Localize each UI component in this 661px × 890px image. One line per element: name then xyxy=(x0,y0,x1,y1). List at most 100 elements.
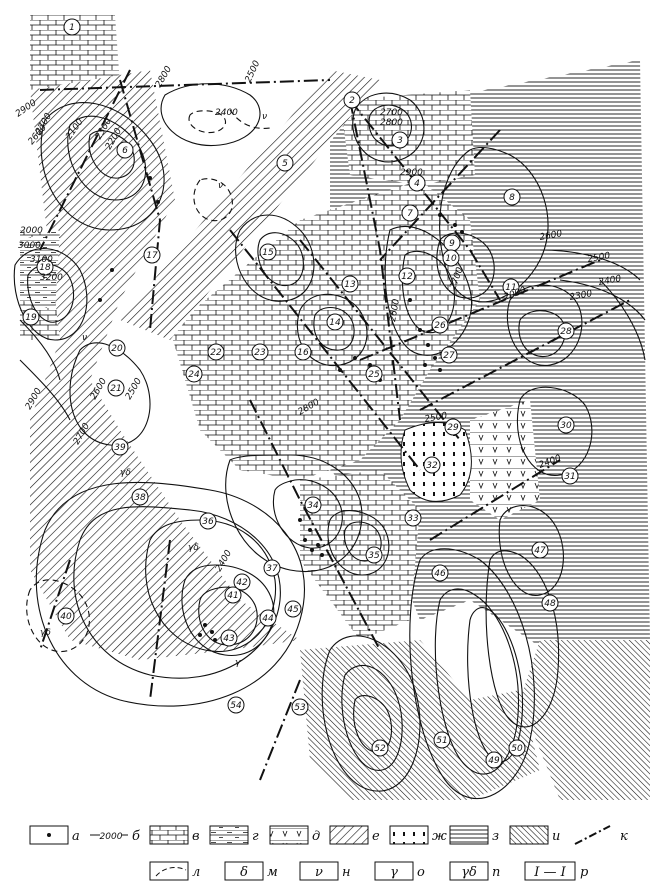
legend-sample-r xyxy=(524,861,576,881)
well-marker: 24 xyxy=(185,365,203,383)
well-number: 16 xyxy=(297,348,309,358)
legend-letter-k: к xyxy=(620,829,628,844)
well-number: 51 xyxy=(436,736,447,746)
legend-sample-e xyxy=(329,825,369,845)
well-marker: 22 xyxy=(207,343,225,361)
well-marker: 19 xyxy=(22,308,40,326)
well-number: 13 xyxy=(344,280,356,290)
contour-label: 2500 xyxy=(424,411,449,425)
well-marker: 40 xyxy=(57,607,75,625)
well-number: 8 xyxy=(509,193,515,203)
legend-sample-b-label: 2000 xyxy=(100,832,123,842)
well-number: 1 xyxy=(69,23,75,33)
diagonal-hatch-band xyxy=(30,70,300,660)
well-marker: 9 xyxy=(443,234,461,252)
legend-letter-i: и xyxy=(552,829,560,844)
brick-region-lower xyxy=(300,470,420,640)
legend-glyph-m: δ xyxy=(240,865,248,880)
well-marker: 17 xyxy=(143,246,161,264)
contour-label: 2600 xyxy=(388,298,402,323)
well-number: 39 xyxy=(114,443,126,453)
contour-label: 2500 xyxy=(244,59,263,84)
well-number: 10 xyxy=(445,254,457,264)
well-number: 21 xyxy=(110,384,121,394)
well-number: 42 xyxy=(236,578,248,588)
well-number: 4 xyxy=(414,179,420,189)
well-marker: 38 xyxy=(131,488,149,506)
well-marker: 47 xyxy=(531,541,549,559)
legend-letter-b: б xyxy=(132,829,140,844)
well-number: 46 xyxy=(434,569,446,579)
legend-letter-n: н xyxy=(342,865,351,880)
well-number: 28 xyxy=(560,327,572,337)
well-marker: 12 xyxy=(398,267,416,285)
well-number: 31 xyxy=(564,472,575,482)
well-marker: 53 xyxy=(291,698,309,716)
well-marker: 54 xyxy=(227,696,245,714)
well-marker: 49 xyxy=(485,751,503,769)
map-symbol: ν xyxy=(218,181,223,191)
well-number: 17 xyxy=(146,251,158,261)
legend-glyph-o: γ xyxy=(390,865,398,880)
contour-label: 3200 xyxy=(40,273,63,283)
contour-label: 2500 xyxy=(124,376,144,401)
well-number: 6 xyxy=(122,146,128,156)
legend-sample-z xyxy=(449,825,489,845)
well-marker: 7 xyxy=(401,204,419,222)
well-marker: 33 xyxy=(404,509,422,527)
well-points xyxy=(98,176,464,642)
well-number: 33 xyxy=(407,514,419,524)
v-pattern-region xyxy=(470,400,540,520)
legend-sample-v xyxy=(149,825,189,845)
well-marker: 1 xyxy=(63,18,81,36)
legend-sample-g xyxy=(209,825,249,845)
well-number: 19 xyxy=(25,313,37,323)
well-number: 50 xyxy=(511,744,523,754)
well-marker: 29 xyxy=(444,418,462,436)
well-number: 14 xyxy=(329,318,341,328)
contour-label: 2900 xyxy=(400,168,423,178)
well-marker: 26 xyxy=(431,316,449,334)
well-number: 30 xyxy=(560,421,572,431)
diagonal-hatch-ne-band xyxy=(120,70,380,340)
well-marker: 16 xyxy=(294,343,312,361)
well-marker: 35 xyxy=(365,546,383,564)
well-number: 36 xyxy=(202,517,214,527)
well-number: 47 xyxy=(534,546,546,556)
well-number: 26 xyxy=(434,321,446,331)
well-marker: 30 xyxy=(557,416,575,434)
well-number: 9 xyxy=(449,239,455,249)
well-marker: 31 xyxy=(561,467,579,485)
legend-sample-l-line xyxy=(155,867,187,877)
map-symbol: γδ xyxy=(120,468,131,478)
legend-sample-i xyxy=(509,825,549,845)
well-marker: 25 xyxy=(365,365,383,383)
contour-label: 2700 xyxy=(380,108,403,118)
contour-label: 3000 xyxy=(18,241,41,251)
well-number: 49 xyxy=(488,756,500,766)
well-marker: 32 xyxy=(423,456,441,474)
well-number: 34 xyxy=(307,501,319,511)
terrain-fills xyxy=(20,15,650,800)
legend-sample-l xyxy=(149,861,189,881)
well-marker: 43 xyxy=(220,629,238,647)
legend-letter-e: е xyxy=(372,829,380,844)
legend-glyph-n: ν xyxy=(315,865,323,880)
well-marker: 15 xyxy=(259,243,277,261)
legend-letter-r: р xyxy=(580,865,589,880)
well-number: 5 xyxy=(282,159,288,169)
well-marker: 14 xyxy=(326,313,344,331)
well-marker: 50 xyxy=(508,739,526,757)
map-symbol: γδ xyxy=(188,543,199,553)
legend-letter-g: г xyxy=(252,829,259,844)
contour-lines xyxy=(13,83,646,800)
well-marker: 41 xyxy=(224,586,242,604)
legend-letter-d: д xyxy=(312,829,320,844)
well-number: 27 xyxy=(443,351,455,361)
brick-region-center xyxy=(170,180,480,480)
well-marker: 6 xyxy=(116,141,134,159)
